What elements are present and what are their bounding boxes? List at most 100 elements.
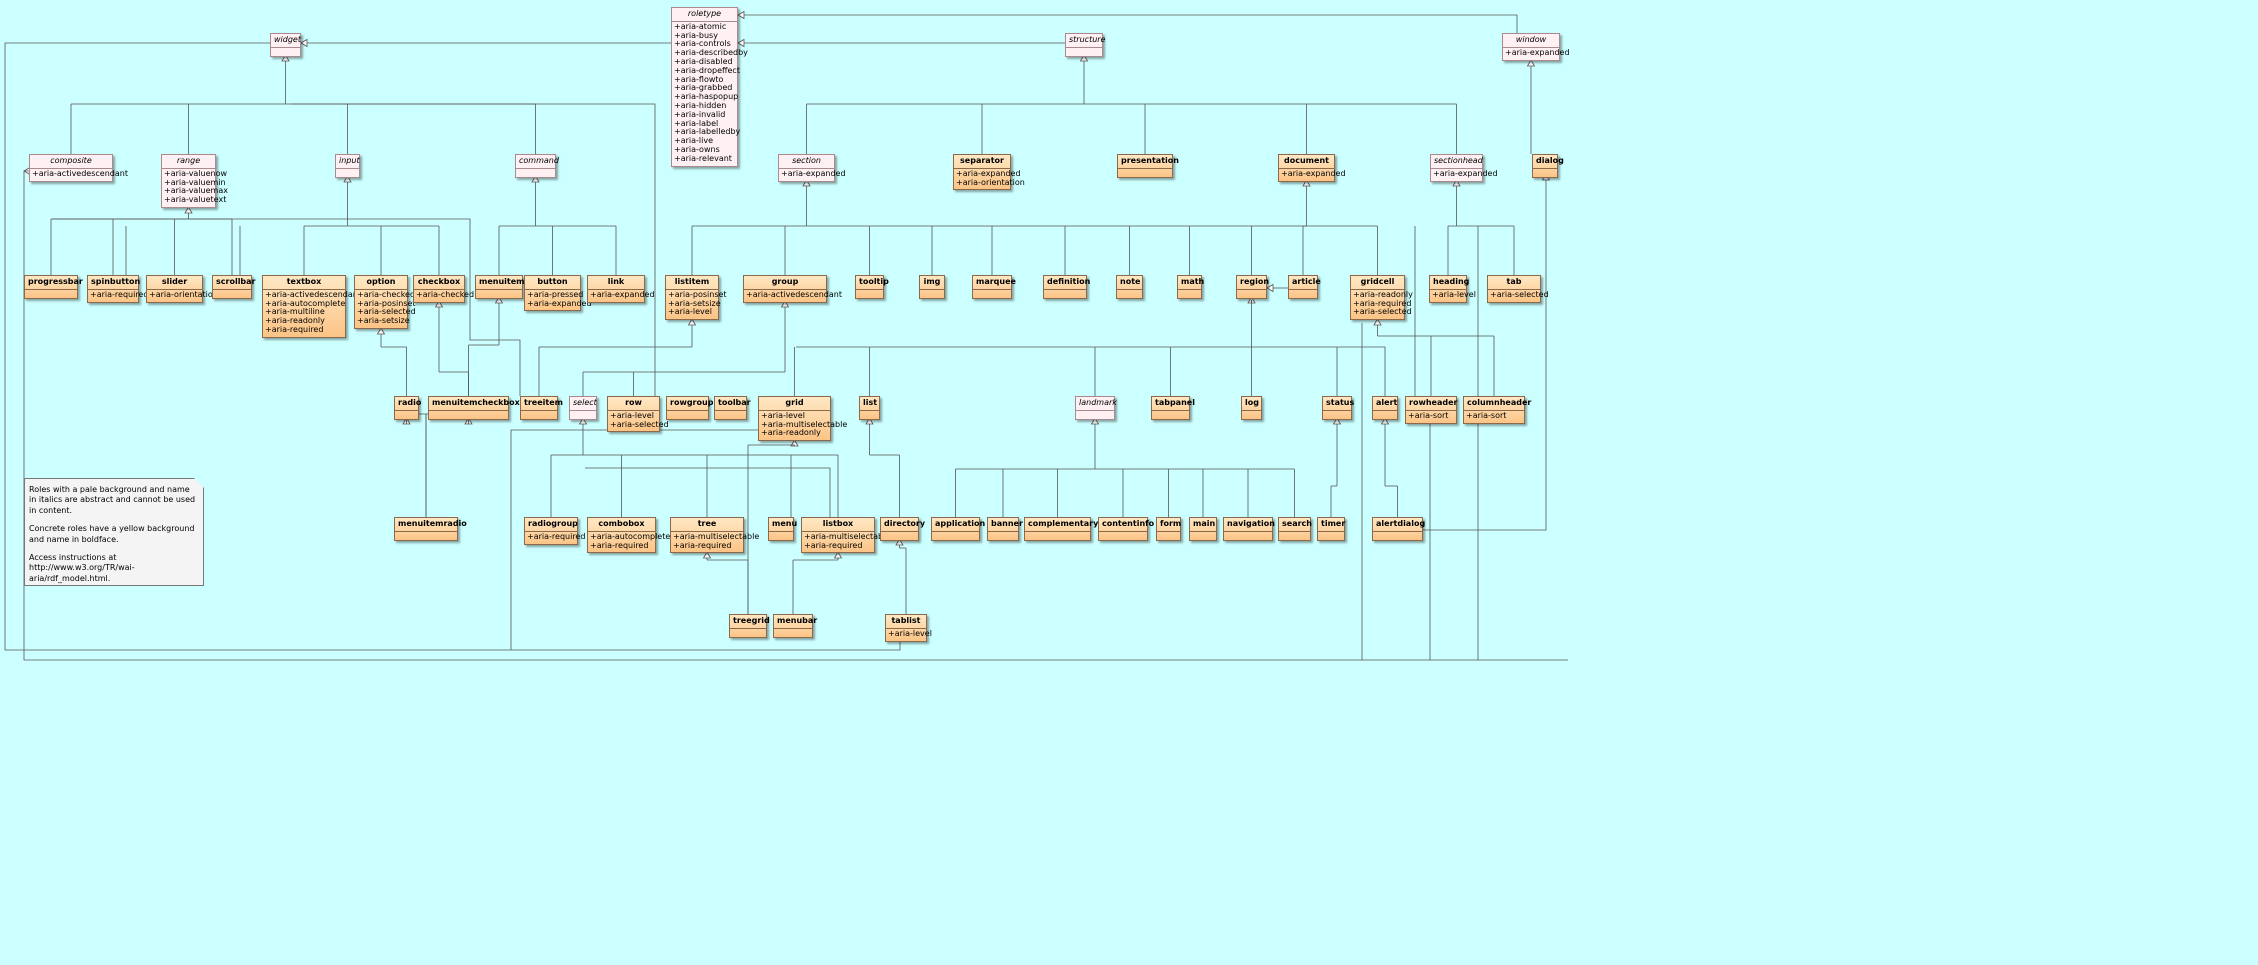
role-rowgroup-attributes [667,409,708,419]
role-banner: banner [987,517,1023,541]
role-document-attributes: +aria-expanded [1279,167,1346,181]
role-command-attributes [516,167,555,177]
role-range-attributes: +aria-valuenow+aria-valuemin+aria-valuem… [162,167,228,207]
role-radio-name: radio [398,398,422,407]
connector-line [4,42,901,651]
role-select: select [569,396,597,420]
role-roletype-attribute: +aria-label [674,118,719,128]
role-search: search [1278,517,1312,541]
role-img-name: img [923,277,941,286]
role-listbox-attribute: +aria-required [804,540,863,550]
role-dialog-attributes [1533,167,1557,177]
role-spinbutton-attribute: +aria-required [90,289,149,299]
role-alertdialog-attributes [1373,530,1422,540]
connector-line [52,218,521,396]
role-marquee: marquee [972,275,1016,299]
role-main-attributes [1190,530,1216,540]
role-range-name: range [176,156,201,165]
role-menubar: menubar [773,614,818,638]
inheritance-connectors [4,10,1568,661]
role-img: img [919,275,945,299]
role-separator-name: separator [960,156,1004,165]
role-window-attributes: +aria-expanded [1503,46,1570,60]
role-separator: separator+aria-expanded+aria-orientation [953,154,1025,191]
role-section-attributes: +aria-expanded [779,167,846,181]
role-link-name: link [607,277,625,286]
role-form-name: form [1160,519,1182,528]
role-radio-attributes [395,409,418,419]
role-menuitemradio: menuitemradio [394,517,467,541]
role-widget-attributes [271,46,300,56]
role-banner-attributes [988,530,1018,540]
role-spinbutton-name: spinbutton [91,277,141,286]
role-slider-name: slider [161,277,188,286]
role-note: note [1116,275,1143,299]
role-complementary: complementary [1024,517,1098,541]
role-composite-attributes: +aria-activedescendant [30,167,128,181]
role-listbox-name: listbox [822,519,854,528]
role-menuitemcheckbox-name: menuitemcheckbox [432,398,520,407]
role-range: range +aria-valuenow+aria-valuemin+aria-v… [161,154,228,208]
role-list-name: list [863,398,878,407]
role-tooltip-name: tooltip [859,277,889,286]
role-grid-attribute: +aria-level [761,410,805,420]
role-list: list [859,396,880,420]
role-columnheader: columnheader+aria-sort [1463,396,1531,424]
role-scrollbar-name: scrollbar [216,277,256,286]
role-menubar-name: menubar [777,616,818,625]
role-roletype-attribute: +aria-invalid [674,109,726,119]
role-main-name: main [1193,519,1216,528]
role-listbox-attributes: +aria-multiselectable+aria-required [802,530,890,553]
role-landmark-attributes [1076,409,1114,419]
role-textbox-attribute: +aria-autocomplete [265,298,346,308]
role-tabpanel: tabpanel [1151,396,1195,420]
role-radiogroup-name: radiogroup [528,519,578,528]
role-progressbar-attributes [25,288,77,298]
role-navigation-attributes [1224,530,1272,540]
role-input: input [335,154,360,178]
role-button-name: button [537,277,568,286]
role-roletype-attribute: +aria-grabbed [674,83,733,93]
role-textbox-name: textbox [286,277,322,286]
role-rowheader-attributes: +aria-sort [1406,409,1456,423]
role-listitem-attributes: +aria-posinset+aria-setsize+aria-level [666,288,727,319]
role-marquee-name: marquee [976,277,1016,286]
legend-note-concrete: Concrete roles have a yellow background … [29,524,195,544]
role-textbox-attributes: +aria-activedescendant+aria-autocomplete… [263,288,361,337]
role-section-attribute: +aria-expanded [781,168,846,178]
role-tablist: tablist+aria-level [885,614,932,642]
role-alert: alert [1372,396,1398,420]
role-link-attributes: +aria-expanded [588,288,655,302]
role-marquee-attributes [973,288,1011,298]
role-log-name: log [1245,398,1259,407]
role-separator-attribute: +aria-orientation [956,177,1025,187]
role-toolbar: toolbar [714,396,751,420]
role-rowgroup: rowgroup [666,396,713,420]
role-menu-attributes [769,530,793,540]
legend-note: Roles with a pale background and name in… [24,478,204,586]
role-heading-attributes: +aria-level [1430,288,1476,302]
role-toolbar-name: toolbar [718,398,751,407]
role-menu: menu [768,517,798,541]
role-grid-name: grid [785,398,804,407]
role-roletype: roletype+aria-atomic+aria-busy+aria-cont… [671,7,748,167]
role-application: application [931,517,985,541]
role-log-attributes [1242,409,1261,419]
role-treeitem: treeitem [520,396,563,420]
role-range-attribute: +aria-valuetext [164,195,227,205]
role-grid-attributes: +aria-level+aria-multiselectable+aria-re… [759,409,847,440]
role-checkbox-name: checkbox [417,277,461,286]
role-menu-name: menu [772,519,798,528]
role-textbox-attribute: +aria-readonly [265,316,325,326]
role-alert-name: alert [1376,398,1398,407]
role-tablist-attributes: +aria-level [886,627,932,641]
role-link-attribute: +aria-expanded [590,289,655,299]
role-log: log [1241,396,1262,420]
role-menuitemcheckbox-attributes [429,409,508,419]
role-widget: widget [270,33,301,57]
generalization-arrowhead [1526,59,1536,67]
role-gridcell-attribute: +aria-required [1353,298,1412,308]
role-navigation-name: navigation [1227,519,1275,528]
role-input-name: input [339,156,360,165]
connector-line [292,103,656,396]
